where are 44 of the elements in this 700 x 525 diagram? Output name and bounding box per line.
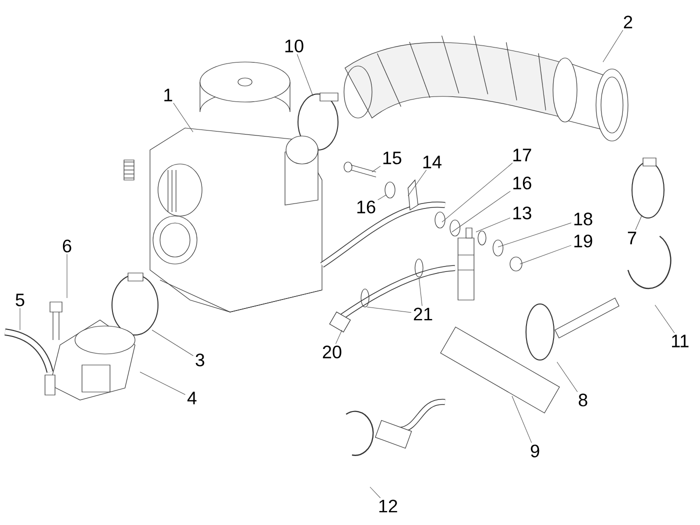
- callout-number: 13: [513, 206, 532, 220]
- leader-line: [520, 245, 572, 264]
- leader-line: [654, 304, 675, 334]
- callout-number: 14: [423, 156, 442, 168]
- leader-line: [372, 166, 381, 172]
- leader-line: [335, 330, 342, 344]
- leader-line: [366, 306, 412, 313]
- callout-number: 16: [513, 176, 532, 190]
- leader-line: [498, 222, 572, 248]
- callout-number: 4: [187, 392, 196, 404]
- leader-line: [635, 214, 642, 230]
- callout-number: 19: [574, 234, 592, 248]
- callout-number: 8: [578, 394, 588, 406]
- callout-number: 7: [628, 232, 636, 244]
- leader-line: [476, 218, 510, 232]
- leader-line: [408, 170, 427, 196]
- leader-line: [442, 162, 513, 222]
- leader-line: [602, 30, 624, 62]
- callout-number: 21: [414, 308, 432, 320]
- callout-number: 1: [164, 88, 172, 102]
- callout-number: 20: [322, 346, 342, 358]
- callout-number: 3: [196, 354, 204, 366]
- callout-number: 10: [285, 40, 304, 52]
- leader-line: [296, 54, 314, 96]
- callout-number: 5: [16, 294, 24, 306]
- leader-line: [370, 486, 381, 498]
- leader-line: [452, 190, 511, 232]
- callout-number: 2: [624, 16, 632, 28]
- leader-line: [556, 362, 578, 392]
- callout-number: 6: [62, 240, 72, 252]
- leader-line: [140, 372, 186, 395]
- callout-number: 17: [513, 148, 532, 162]
- leader-line: [152, 330, 194, 356]
- leader-line: [173, 102, 194, 132]
- callout-number: 9: [530, 444, 540, 458]
- callout-number: 11: [672, 334, 688, 348]
- leader-line: [512, 396, 532, 444]
- callout-number: 18: [574, 212, 592, 226]
- leader-line: [418, 278, 422, 306]
- callout-number: 16: [357, 200, 376, 214]
- callout-number: 12: [379, 500, 398, 512]
- callout-number: 15: [383, 152, 402, 164]
- leader-line: [66, 254, 68, 298]
- leader-line: [378, 194, 386, 200]
